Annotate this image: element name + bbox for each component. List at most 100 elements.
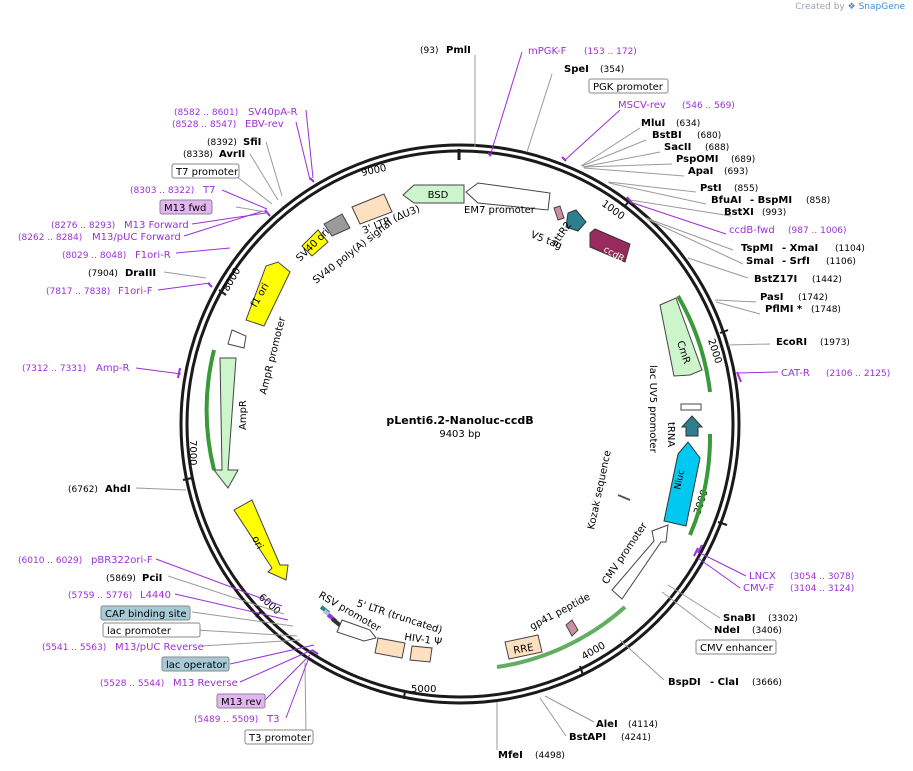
svg-text:AleI: AleI — [596, 719, 618, 730]
boxed-pgk-promoter[interactable]: PGK promoter — [588, 78, 669, 94]
site-tspmi[interactable]: TspMI - XmaI (1104) — [741, 243, 865, 254]
site-mfei[interactable]: MfeI (4498) — [498, 750, 565, 761]
site-ahdi[interactable]: (6762) AhdI — [68, 484, 131, 495]
primer-m13-forward[interactable]: (8276 .. 8293) M13 Forward — [51, 220, 189, 231]
primer-mscv-rev[interactable]: MSCV-rev (546 .. 569) — [618, 100, 735, 111]
site-pasi[interactable]: PasI (1742) — [760, 292, 828, 303]
svg-text:(993): (993) — [762, 208, 786, 218]
feature-cmv-promoter[interactable] — [611, 524, 669, 600]
primer-pbr322ori-f[interactable]: (6010 .. 6029) pBR322ori-F — [18, 555, 153, 566]
site-bstxi[interactable]: BstXI (993) — [724, 207, 786, 218]
feature-ampr[interactable] — [212, 357, 239, 489]
svg-text:ApaI: ApaI — [688, 166, 713, 177]
site-sfii[interactable]: (8392) SfiI — [207, 137, 261, 148]
boxed-m13-rev[interactable]: M13 rev — [216, 693, 266, 709]
feature-f1-ori[interactable] — [245, 261, 291, 327]
site-alei[interactable]: AleI (4114) — [596, 719, 658, 730]
svg-text:SacII: SacII — [664, 142, 691, 153]
site-sacii[interactable]: SacII (688) — [664, 142, 729, 153]
primer-t3[interactable]: (5489 .. 5509) T3 — [194, 714, 279, 725]
feature-5ltr[interactable] — [374, 637, 406, 659]
site-bspdi[interactable]: BspDI - ClaI (3666) — [668, 677, 782, 688]
boxed-t7-promoter[interactable]: T7 promoter — [171, 163, 240, 179]
feature-rre[interactable] — [504, 634, 543, 660]
svg-text:F1ori-F: F1ori-F — [118, 286, 153, 297]
boxed-m13-fwd[interactable]: M13 fwd — [159, 199, 213, 215]
svg-text:(153 .. 172): (153 .. 172) — [584, 47, 637, 57]
primer-ccdb-fwd[interactable]: ccdB-fwd (987 .. 1006) — [729, 225, 847, 236]
site-mlui[interactable]: MluI (634) — [641, 118, 700, 129]
site-psti[interactable]: PstI (855) — [700, 183, 758, 194]
svg-text:- XmaI: - XmaI — [782, 243, 818, 254]
primer-mpgk-f[interactable]: mPGK-F (153 .. 172) — [528, 46, 637, 57]
feature-ccdb[interactable] — [589, 228, 631, 263]
svg-text:(689): (689) — [731, 155, 755, 165]
site-pspomi[interactable]: PspOMI (689) — [676, 154, 755, 165]
svg-text:(8528 .. 8547): (8528 .. 8547) — [172, 120, 236, 130]
site-bstapi[interactable]: BstAPI (4241) — [569, 732, 651, 743]
primer-l4440[interactable]: (5759 .. 5776) L4440 — [68, 590, 171, 601]
site-apai[interactable]: ApaI (693) — [688, 166, 748, 177]
map-length: 9403 bp — [439, 429, 480, 440]
feature-label-kozak: Kozak sequence — [586, 449, 614, 530]
svg-text:(5489 .. 5509): (5489 .. 5509) — [194, 715, 258, 725]
feature-sv40-ori[interactable] — [301, 229, 329, 257]
feature-ori[interactable] — [233, 499, 289, 581]
primer-m13-puc-forward[interactable]: (8262 .. 8284) M13/pUC Forward — [18, 232, 181, 243]
boxed-lac-promoter[interactable]: lac promoter — [102, 622, 201, 638]
feature-trna[interactable] — [680, 415, 704, 437]
site-smai[interactable]: SmaI - SrfI (1106) — [746, 256, 856, 267]
feature-attr2[interactable] — [565, 209, 587, 232]
feature-label-ampr: AmpR — [238, 400, 249, 430]
feature-gp41[interactable] — [565, 619, 579, 637]
primer-amp-r[interactable]: (7312 .. 7331) Amp-R — [22, 363, 130, 374]
site-spei[interactable]: SpeI (354) — [564, 64, 624, 75]
site-bstz17i[interactable]: BstZ17I (1442) — [754, 274, 842, 285]
feature-ampr-promoter[interactable] — [227, 329, 247, 349]
site-avrii[interactable]: (8338) AvrII — [183, 149, 245, 160]
boxed-lac-operator[interactable]: lac operator — [161, 656, 230, 672]
feature-em7-promoter[interactable] — [465, 182, 551, 211]
site-pmli[interactable]: (93) PmlI — [420, 45, 471, 56]
primer-sv40pa-r[interactable]: (8582 .. 8601) SV40pA-R — [174, 107, 297, 118]
feature-sv40-polya[interactable] — [323, 213, 351, 237]
site-bstbi[interactable]: BstBI (680) — [652, 130, 721, 141]
svg-text:(354): (354) — [600, 65, 624, 75]
primer-f1ori-f[interactable]: (7817 .. 7838) F1ori-F — [46, 286, 153, 297]
feature-rsv[interactable] — [336, 619, 377, 642]
svg-text:(855): (855) — [734, 184, 758, 194]
feature-bsd[interactable] — [402, 184, 465, 204]
primer-ebv-rev[interactable]: (8528 .. 8547) EBV-rev — [172, 119, 284, 130]
feature-v5-tag[interactable] — [553, 205, 565, 221]
boxed-cap-binding-site[interactable]: CAP binding site — [100, 605, 191, 621]
primer-m13-puc-reverse[interactable]: (5541 .. 5563) M13/pUC Reverse — [42, 642, 204, 653]
boxed-t3-promoter[interactable]: T3 promoter — [244, 729, 314, 745]
svg-text:(4498): (4498) — [535, 751, 565, 761]
feature-lac-uv5[interactable] — [680, 403, 702, 411]
site-bfuai[interactable]: BfuAI - BspMI (858) — [711, 195, 830, 206]
primer-t7[interactable]: (8303 .. 8322) T7 — [130, 185, 215, 196]
feature-3ltr[interactable] — [351, 193, 393, 225]
primer-f1ori-r[interactable]: (8029 .. 8048) F1ori-R — [62, 250, 171, 261]
svg-text:(6762): (6762) — [68, 485, 98, 495]
site-draiii[interactable]: (7904) DraIII — [88, 268, 156, 279]
svg-text:F1ori-R: F1ori-R — [135, 250, 171, 261]
restriction-sites: (93) PmlI SpeI (354) MluI (634) BstBI (6… — [68, 45, 865, 761]
boxed-cmv-enhancer[interactable]: CMV enhancer — [695, 639, 777, 655]
primer-cmv-f[interactable]: CMV-F (3104 .. 3124) — [743, 583, 854, 594]
svg-text:(3666): (3666) — [752, 678, 782, 688]
svg-text:SV40pA-R: SV40pA-R — [248, 107, 297, 118]
site-pflmi[interactable]: PflMI * (1748) — [765, 304, 841, 315]
primer-cat-r[interactable]: CAT-R (2106 .. 2125) — [781, 368, 890, 379]
primer-lncx[interactable]: LNCX (3054 .. 3078) — [749, 571, 854, 582]
site-ecori[interactable]: EcoRI (1973) — [776, 337, 850, 348]
site-snabi[interactable]: SnaBI (3302) — [723, 613, 798, 624]
feature-cmr[interactable] — [659, 297, 703, 377]
feature-nluc[interactable] — [663, 441, 701, 527]
feature-hiv-psi[interactable] — [409, 645, 433, 663]
ruler-label-5000: 5000 — [411, 684, 436, 695]
svg-text:PspOMI: PspOMI — [676, 154, 718, 165]
site-ndei[interactable]: NdeI (3406) — [714, 625, 782, 636]
primer-m13-reverse[interactable]: (5528 .. 5544) M13 Reverse — [100, 678, 238, 689]
site-pcii[interactable]: (5869) PciI — [106, 573, 162, 584]
